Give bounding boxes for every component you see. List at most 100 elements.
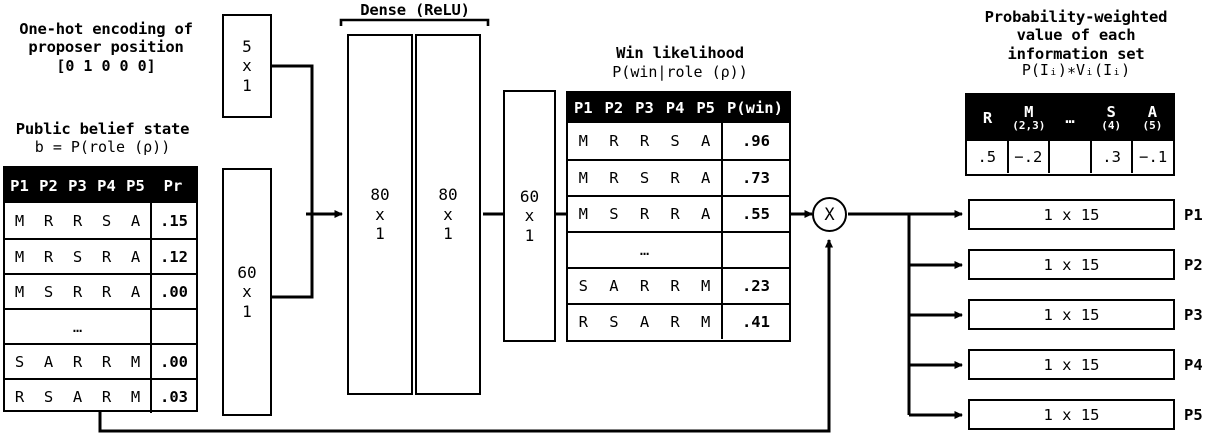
belief-subtitle: b = P(role (ρ)) [34,138,171,156]
weighted-value: −.1 [1131,141,1173,173]
cell-role: R [101,352,112,371]
cell-role: A [609,277,619,295]
cell-role: A [130,247,141,266]
box-dim-sep: x [443,204,453,224]
cell-ellipsis: … [639,241,650,259]
output-shape: 1 x 15 [1043,255,1100,274]
box-dim-cols: 1 [443,224,453,244]
output-shape: 1 x 15 [1043,405,1100,424]
box-dim-cols: 1 [242,75,252,95]
belief-col-p2: P2 [39,176,58,195]
cell-role: M [578,205,588,223]
cell-role: S [43,387,54,406]
belief-table-header: P1 P2 P3 P4 P5 Pr [5,168,196,203]
cell-role: A [72,387,83,406]
table-row: M S R R A .55 [568,195,789,231]
win-col-p3: P3 [635,99,654,117]
cell-role: R [670,313,680,331]
output-label-p5: P5 [1184,406,1203,424]
table-row: M R S R A .73 [568,159,789,195]
belief-col-pr: Pr [163,176,183,195]
output-label-p4: P4 [1184,356,1203,374]
cell-role: S [101,211,112,230]
cell-pr: .03 [150,380,196,413]
box-dim-sep: x [242,282,252,302]
cell-role: R [609,132,619,150]
cell-role: R [639,132,650,150]
cell-role: M [578,169,588,187]
weighted-col-m-label: M [1024,103,1034,122]
table-row: M R R S A .96 [568,123,789,159]
weighted-col-r: R [967,95,1008,141]
cell-pr: .12 [150,240,196,273]
cell-role: M [701,313,711,331]
belief-col-p5: P5 [126,176,145,195]
cell-role: M [14,247,25,266]
win-col-p4: P4 [665,99,685,117]
cell-role: M [578,132,588,150]
onehot-vector: [0 1 0 0 0] [56,57,156,75]
dense-bracket [339,18,490,26]
weighted-col-ellipsis: … [1049,95,1090,141]
cell-role: A [701,169,711,187]
cell-role: M [130,387,141,406]
win-subtitle: P(win|role (ρ)) [612,63,748,81]
win-table-header: P1 P2 P3 P4 P5 P(win) [568,93,789,123]
weighted-value [1048,141,1090,173]
cell-role: R [670,169,680,187]
table-row-ellipsis: … [5,308,196,343]
win-title: Win likelihood [616,44,744,62]
cell-role: R [72,211,83,230]
table-row: M R R S A .15 [5,203,196,238]
output-label-p1: P1 [1184,206,1203,224]
belief-col-p4: P4 [97,176,116,195]
output-row-p4: 1 x 15 [968,349,1175,380]
win-col-p2: P2 [604,99,624,117]
cell-role: A [130,282,141,301]
weighted-value: −.2 [1006,141,1049,173]
input-box-5x1: 5 x 1 [222,14,272,118]
box-dim-cols: 1 [524,225,535,245]
onehot-title: One-hot encoding of proposer position [0,20,212,57]
table-row: M R S R A .12 [5,238,196,273]
weighted-value-row: .5 −.2 .3 −.1 [967,141,1173,173]
box-dim-cols: 1 [242,301,252,321]
cell-pwin [721,233,789,267]
table-row: M S R R A .00 [5,273,196,308]
weighted-col-a-label: A [1147,103,1158,122]
multiply-node: X [812,197,847,232]
dense-label: Dense (ReLU) [360,1,470,19]
cell-role: R [639,205,650,223]
weighted-col-s: S (4) [1091,95,1132,141]
weighted-col-r-label: R [982,108,993,127]
box-dim-rows: 60 [519,186,540,206]
belief-col-p3: P3 [68,176,87,195]
cell-role: M [14,211,25,230]
belief-table-body: M R R S A .15 M R S R A .12 M S R R A [5,203,196,413]
output-shape: 1 x 15 [1043,205,1100,224]
belief-title: Public belief state [15,120,190,138]
cell-role: A [639,313,650,331]
box-dim-rows: 5 [242,36,252,56]
box-dim-cols: 1 [375,224,385,244]
dense-layer-3-60x1: 60 x 1 [503,90,556,342]
cell-pwin: .41 [720,305,789,339]
cell-role: R [609,169,619,187]
output-label-p3: P3 [1184,306,1203,324]
cell-role: R [43,247,54,266]
output-shape: 1 x 15 [1043,305,1100,324]
cell-role: R [670,205,680,223]
table-row-ellipsis: … [568,231,789,267]
win-table-body: M R R S A .96 M R S R A .73 M S R R A [568,123,789,339]
cell-role: S [639,169,650,187]
multiply-symbol: X [824,204,835,225]
output-row-p3: 1 x 15 [968,299,1175,330]
cell-role: S [609,313,619,331]
cell-role: R [101,387,112,406]
box-dim-rows: 80 [370,185,390,205]
cell-role: S [609,205,619,223]
cell-role: S [670,132,680,150]
weighted-table-header: R M (2,3) … S (4) [967,95,1173,141]
cell-pwin: .23 [720,269,789,303]
output-row-p2: 1 x 15 [968,249,1175,280]
